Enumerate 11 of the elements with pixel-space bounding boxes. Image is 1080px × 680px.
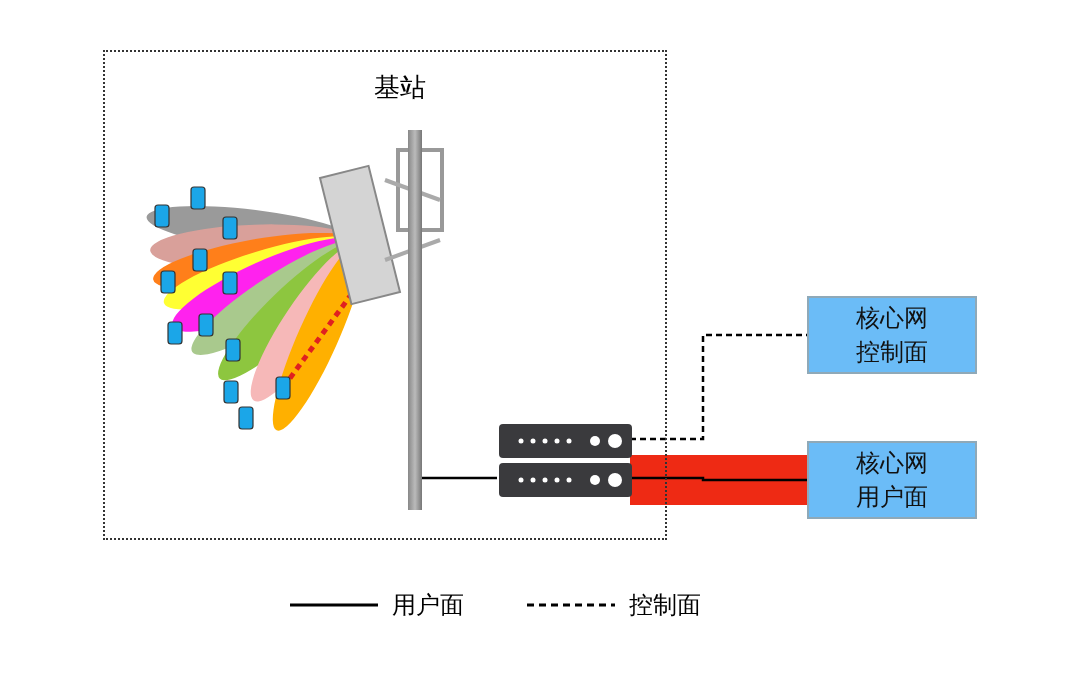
dashed-frame — [103, 50, 667, 540]
server-unit — [499, 463, 632, 497]
server-unit — [499, 424, 632, 458]
core-network-box: 核心网控制面 — [807, 296, 977, 374]
pole — [408, 130, 422, 510]
legend-label: 用户面 — [392, 590, 464, 621]
connector-line — [630, 476, 807, 482]
connector-line — [420, 476, 497, 480]
title-label: 基站 — [373, 71, 427, 104]
core-network-box: 核心网用户面 — [807, 441, 977, 519]
legend-label: 控制面 — [629, 590, 701, 621]
